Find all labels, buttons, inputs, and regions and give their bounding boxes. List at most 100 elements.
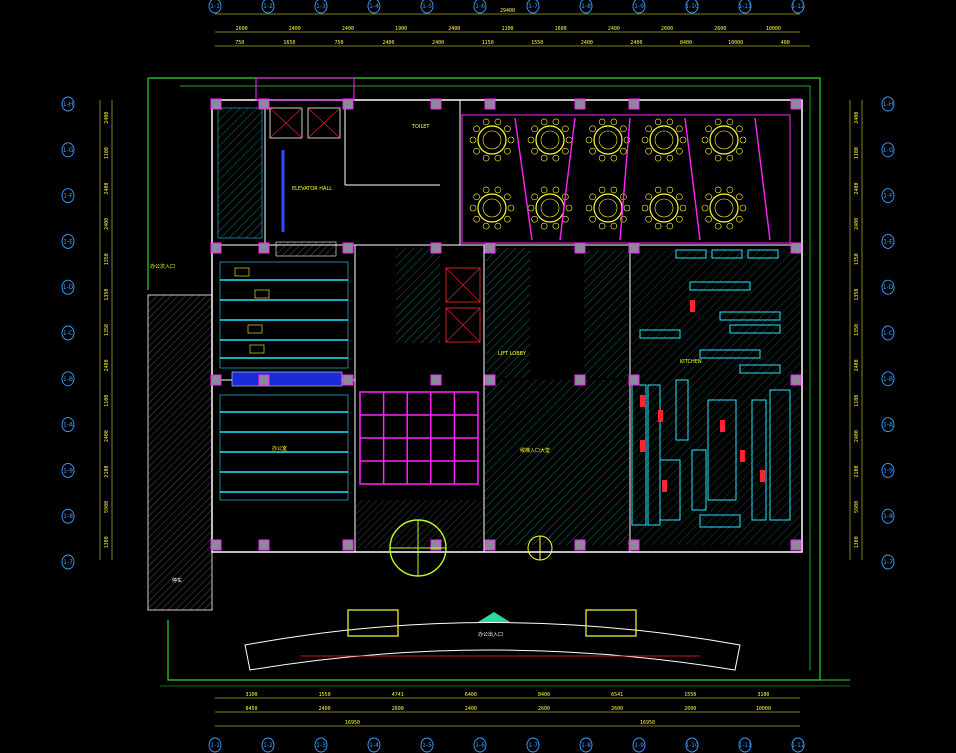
dimension-value: 6400 <box>465 692 477 698</box>
kitchen-unit <box>675 379 689 441</box>
dimension-value: 2400 <box>854 359 860 371</box>
table-chair <box>705 215 712 223</box>
dimension-value: 3100 <box>757 692 769 698</box>
table-turntable <box>482 198 502 218</box>
grid-bubble <box>61 325 75 341</box>
kitchen-marker <box>740 450 745 462</box>
grid-bubble-label: 1-7 <box>883 559 893 566</box>
dimension-value: 10000 <box>728 40 743 46</box>
grid-bubble-label: 1-3 <box>316 742 326 749</box>
toilet-label: TOILET <box>411 124 430 130</box>
grid-bubble <box>261 0 275 14</box>
column <box>342 374 354 386</box>
kitchen-marker <box>640 395 645 407</box>
column <box>210 374 222 386</box>
column <box>342 539 354 551</box>
entrance-canopy: 办公出入口 办公次入口 <box>150 263 741 671</box>
table-chair <box>504 215 511 223</box>
office-label: 办公室 <box>272 445 287 452</box>
structural-columns <box>210 98 802 551</box>
grid-bubble-label: 1-C <box>883 330 893 337</box>
hatched-zones <box>147 107 800 611</box>
table-chair <box>552 118 560 126</box>
dimension-value: 2400 <box>104 112 110 124</box>
table-chair <box>562 147 569 155</box>
elevator-shafts <box>269 107 481 343</box>
kitchen-unit <box>699 349 761 359</box>
grid-bubble <box>208 737 222 753</box>
table-chair <box>482 186 490 194</box>
kitchen-unit <box>689 281 751 291</box>
grid-bubble-label: 1-10 <box>685 742 699 749</box>
kitchen-unit <box>659 459 681 521</box>
dimension-value: 2400 <box>432 40 444 46</box>
table-turntable <box>482 130 502 150</box>
table-chair <box>714 222 722 230</box>
grid-bubble-label: 1-C <box>63 330 73 337</box>
dimension-bottom-total-right: 16950 <box>640 720 655 726</box>
dimension-top-total: 29400 <box>500 8 515 14</box>
kitchen-unit <box>751 399 767 521</box>
table-chair <box>494 118 502 126</box>
grid-bubble-label: 1-11 <box>738 3 752 10</box>
table-chair <box>701 136 709 144</box>
dimension-value: 2400 <box>465 706 477 712</box>
kitchen-marker <box>640 440 645 452</box>
dimension-value: 2600 <box>611 706 623 712</box>
lobby-label: 候梯入口大堂 <box>520 447 550 454</box>
dimension-value: 1100 <box>104 147 110 159</box>
table-chair <box>504 147 511 155</box>
grid-bubble-label: 1-D <box>883 284 894 291</box>
grid-bubble-label: 1-11 <box>738 742 752 749</box>
column <box>430 98 442 110</box>
table-chair <box>645 215 652 223</box>
site-boundary <box>147 77 850 687</box>
dimension-value: 2400 <box>104 218 110 230</box>
dimension-value: 1650 <box>283 40 295 46</box>
dimension-value: 1150 <box>482 40 494 46</box>
dimension-value: 1600 <box>555 26 567 32</box>
grid-bubble <box>473 737 487 753</box>
grid-bubble <box>61 554 75 570</box>
dimension-text-left: 2400110024002400135013501350240011002400… <box>104 112 110 549</box>
column <box>574 539 586 551</box>
column <box>484 374 496 386</box>
grid-bubble-label: 1-8 <box>63 513 73 520</box>
grid-bubble-label: 1-B <box>63 376 73 383</box>
table-chair <box>473 193 480 201</box>
kitchen-unit <box>739 364 781 374</box>
table-chair <box>726 118 734 126</box>
table-chair <box>589 147 596 155</box>
grid-bubble <box>881 188 895 204</box>
grid-bubble-label: 1-D <box>63 284 74 291</box>
grid-bubble-label: 1-2 <box>263 742 273 749</box>
column <box>430 539 442 551</box>
grid-bubble-label: 1-A <box>63 422 74 429</box>
table-chair <box>469 136 477 144</box>
round-table <box>593 193 623 223</box>
grid-bubble <box>881 554 895 570</box>
table-chair <box>589 125 596 133</box>
column <box>628 374 640 386</box>
grid-bubble-label: 1-G <box>63 147 74 154</box>
column <box>790 539 802 551</box>
dimension-value: 5900 <box>854 501 860 513</box>
table-chair <box>482 154 490 162</box>
grid-bubble <box>881 325 895 341</box>
table-chair <box>473 125 480 133</box>
table-chair <box>705 193 712 201</box>
table-chair <box>666 118 674 126</box>
round-table <box>477 125 507 155</box>
entrance-main-label: 办公出入口 <box>478 631 503 638</box>
table-chair <box>666 154 674 162</box>
table-chair <box>714 118 722 126</box>
grid-bubble-label: 1-3 <box>316 3 326 10</box>
grid-bubble <box>791 737 805 753</box>
kitchen-marker <box>690 300 695 312</box>
dimension-value: 2400 <box>854 430 860 442</box>
grid-bubble-label: 1-4 <box>369 742 379 749</box>
grid-bubble <box>738 737 752 753</box>
grid-bubble <box>367 0 381 14</box>
round-table <box>649 125 679 155</box>
